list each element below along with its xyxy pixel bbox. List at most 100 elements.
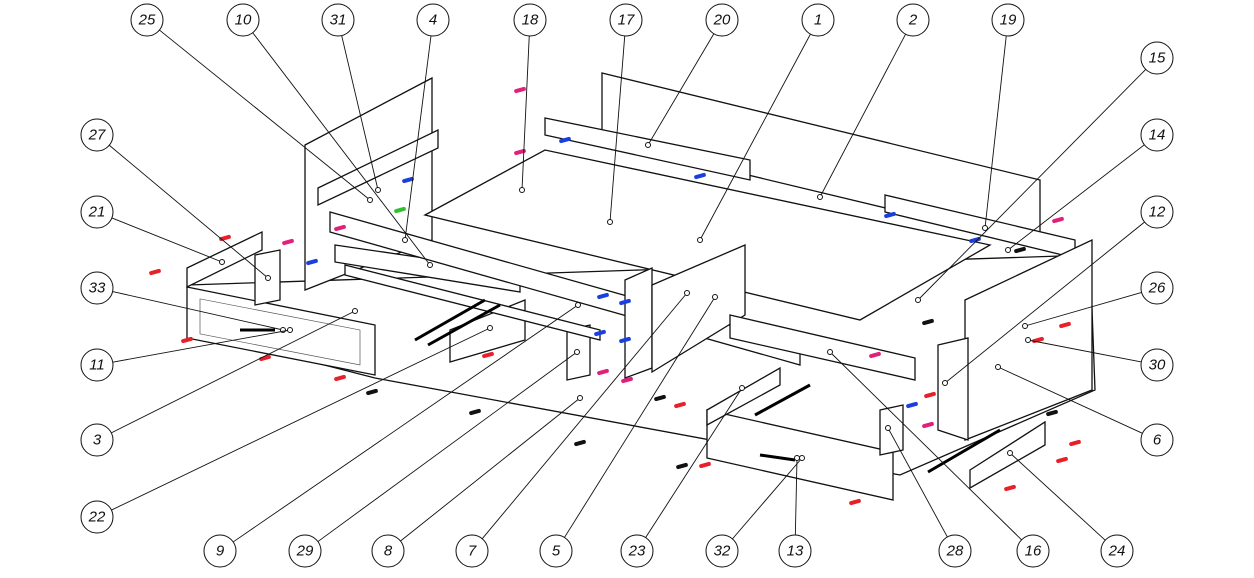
fastener-mark <box>402 176 414 184</box>
callout-number: 6 <box>1153 432 1162 449</box>
fastener-mark <box>259 354 271 362</box>
callout-circle <box>801 3 835 37</box>
drawer-slide-left <box>414 298 486 342</box>
fastener-mark <box>1059 321 1071 329</box>
callout-33: 33 <box>80 271 114 305</box>
callout-circle <box>1100 534 1134 568</box>
leader-line-17 <box>609 35 626 223</box>
leader-line-13 <box>794 457 798 536</box>
callout-23: 23 <box>620 534 654 568</box>
leader-target-26 <box>1022 323 1028 329</box>
callout-30: 30 <box>1140 348 1174 382</box>
leader-target-30 <box>1025 337 1031 343</box>
callout-5: 5 <box>539 534 573 568</box>
leader-target-20 <box>645 142 651 148</box>
leader-line-28 <box>887 427 948 538</box>
end-plinth <box>969 420 1046 490</box>
leader-target-4 <box>402 237 408 243</box>
callout-26: 26 <box>1140 271 1174 305</box>
fastener-mark <box>849 498 861 506</box>
leader-line-14 <box>1007 144 1145 251</box>
leader-line-21 <box>111 217 223 263</box>
callout-number: 2 <box>908 12 918 29</box>
callout-circle <box>288 534 322 568</box>
rail-upper <box>544 117 751 181</box>
leader-target-5 <box>712 294 718 300</box>
leader-target-25 <box>367 197 373 203</box>
callout-18: 18 <box>513 3 547 37</box>
callout-15: 15 <box>1140 41 1174 75</box>
callout-number: 22 <box>88 509 106 526</box>
callout-number: 4 <box>429 12 437 29</box>
callout-circle <box>778 534 812 568</box>
leader-target-27 <box>265 275 271 281</box>
callout-number: 27 <box>88 127 106 144</box>
callout-number: 30 <box>1149 357 1166 374</box>
fastener-mark <box>906 401 918 409</box>
leader-target-8 <box>577 395 583 401</box>
fastener-mark <box>482 351 494 359</box>
callout-29: 29 <box>288 534 322 568</box>
callout-13: 13 <box>778 534 812 568</box>
fastener-mark <box>621 376 633 384</box>
fastener-mark <box>924 391 936 399</box>
callout-22: 22 <box>80 500 114 534</box>
callout-32: 32 <box>705 534 739 568</box>
callout-circle <box>539 534 573 568</box>
callout-number: 25 <box>138 12 156 29</box>
fastener-mark <box>1004 484 1016 492</box>
callout-circle <box>1016 534 1050 568</box>
callout-14: 14 <box>1140 118 1174 152</box>
callout-circle <box>1140 423 1174 457</box>
leader-target-32 <box>799 455 805 461</box>
fastener-mark <box>1014 246 1026 254</box>
callout-4: 4 <box>416 3 450 37</box>
callout-25: 25 <box>130 3 164 37</box>
leader-line-7 <box>481 292 688 539</box>
leader-line-29 <box>317 351 578 542</box>
handle-right-drawer <box>759 453 796 462</box>
left-drawer-side <box>186 230 263 289</box>
leader-target-7 <box>684 290 690 296</box>
callout-10: 10 <box>226 3 260 37</box>
callout-number: 10 <box>235 12 252 29</box>
leader-target-24 <box>1007 450 1013 456</box>
callout-number: 19 <box>1000 12 1017 29</box>
leader-line-24 <box>1009 452 1106 541</box>
callout-circle <box>80 348 114 382</box>
leader-line-16 <box>829 351 1022 541</box>
callout-21: 21 <box>80 195 114 229</box>
fastener-mark <box>306 258 318 266</box>
callout-circle <box>80 423 114 457</box>
fastener-mark <box>149 268 161 276</box>
callout-circle <box>1140 348 1174 382</box>
leader-target-18 <box>519 187 525 193</box>
fastener-mark <box>469 408 481 416</box>
fastener-mark <box>694 172 706 180</box>
callout-circle <box>991 3 1025 37</box>
fastener-mark <box>674 401 686 409</box>
divider-2 <box>651 244 746 374</box>
callout-number: 12 <box>1149 204 1166 221</box>
callout-circle <box>1140 41 1174 75</box>
leader-target-21 <box>219 259 225 265</box>
fastener-mark <box>334 374 346 382</box>
callout-6: 6 <box>1140 423 1174 457</box>
callout-9: 9 <box>203 534 237 568</box>
leader-line-20 <box>647 33 715 146</box>
leader-target-17 <box>607 219 613 225</box>
fastener-mark <box>619 298 631 306</box>
callout-number: 11 <box>89 357 105 374</box>
callout-number: 23 <box>628 543 646 560</box>
leader-target-6 <box>995 364 1001 370</box>
callout-circle <box>620 534 654 568</box>
fastener-mark <box>514 86 526 94</box>
callout-circle <box>1140 118 1174 152</box>
callout-circle <box>705 3 739 37</box>
callout-number: 32 <box>714 543 731 560</box>
divider-1 <box>624 266 653 379</box>
callout-number: 24 <box>1108 543 1126 560</box>
leader-target-28 <box>885 425 891 431</box>
